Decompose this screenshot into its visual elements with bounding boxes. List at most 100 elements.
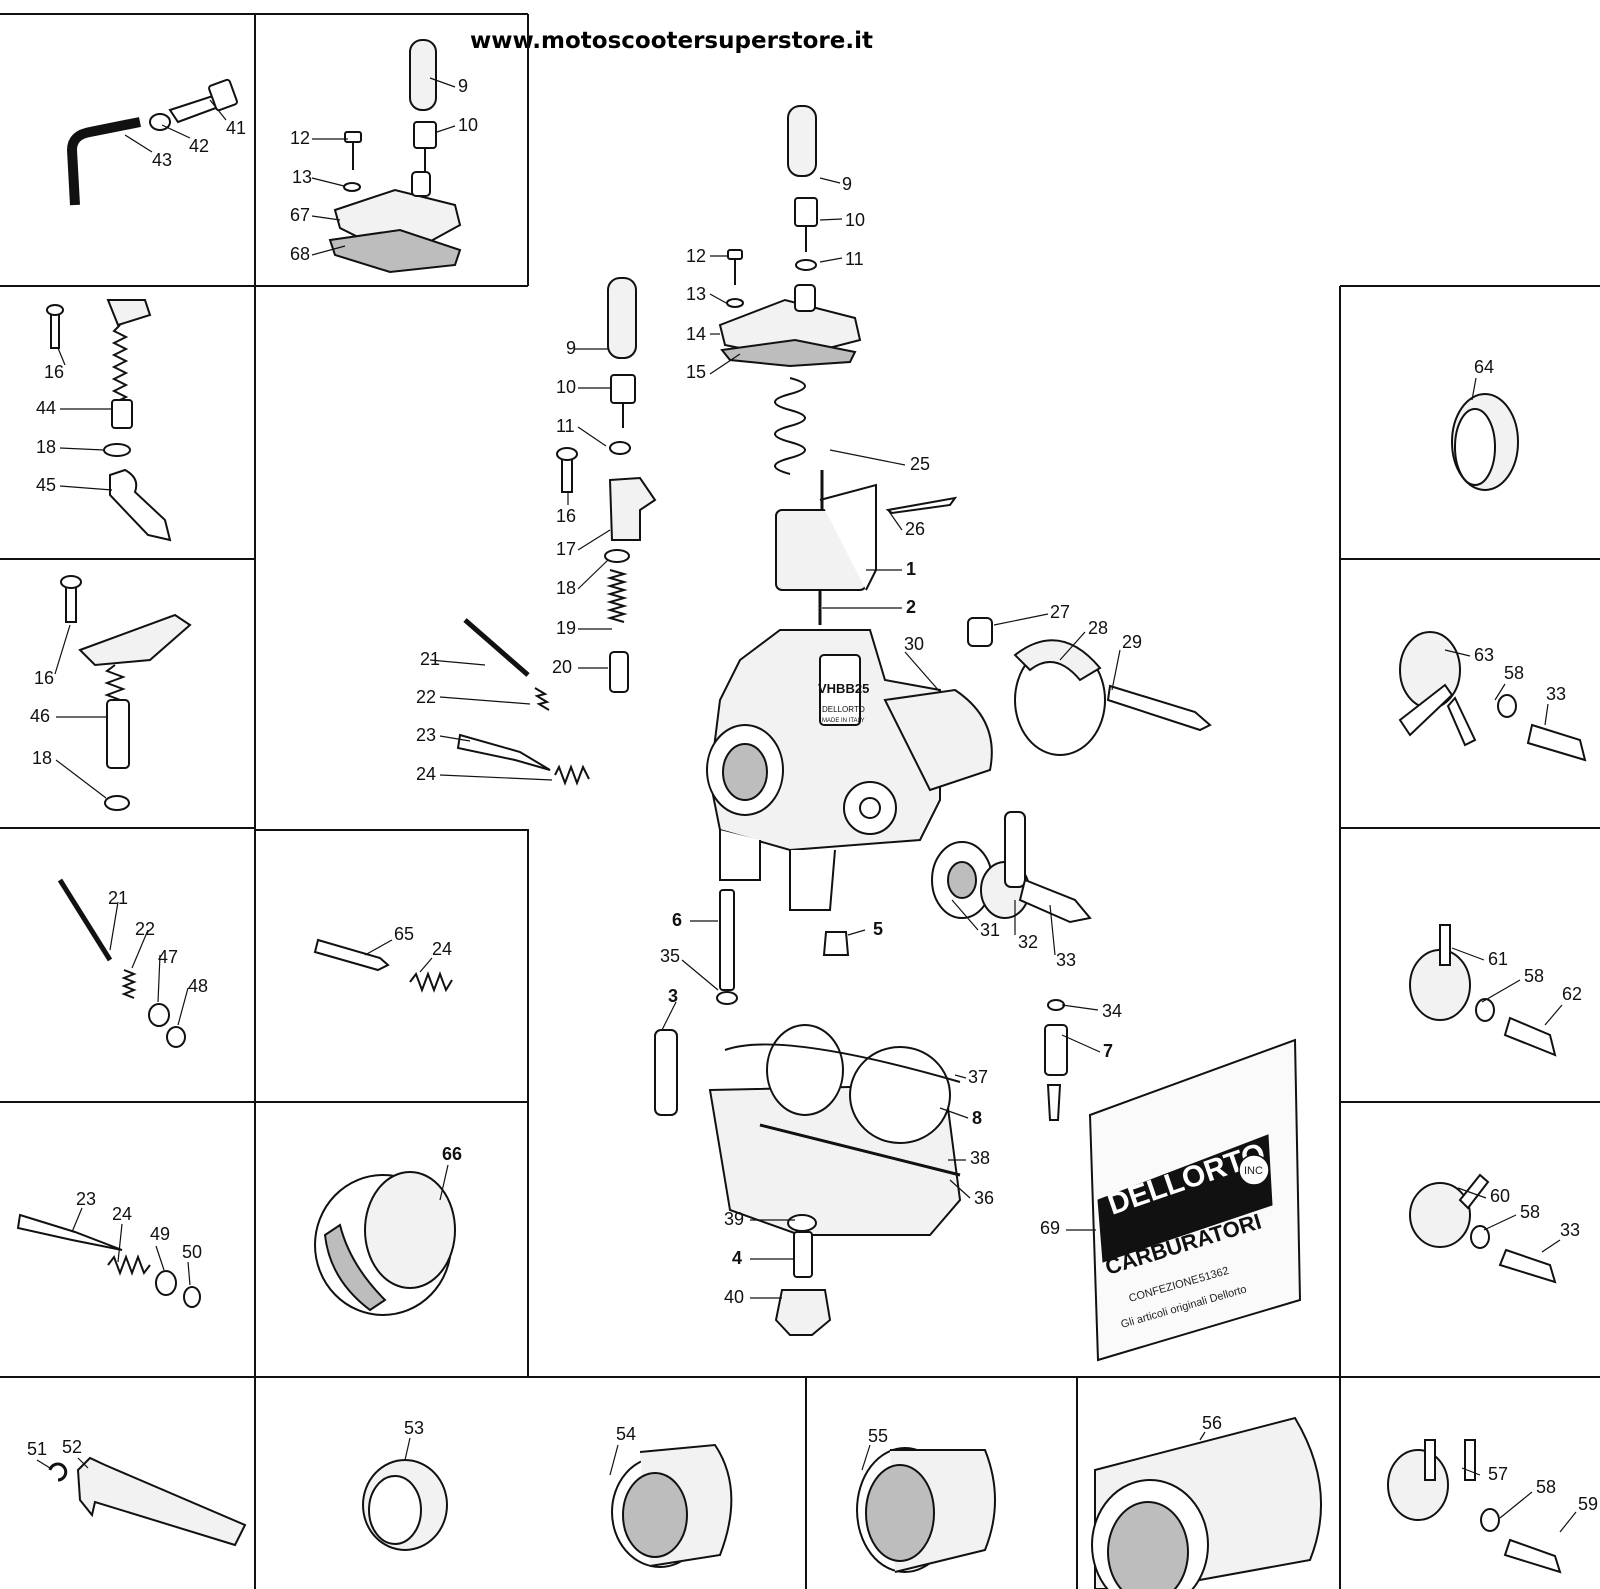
callout-leader-line (1499, 1491, 1533, 1519)
part-number-label: 58 (1524, 966, 1544, 986)
part-number-label: 17 (556, 539, 576, 559)
part-number-label: 51 (27, 1439, 47, 1459)
callout-leader-line (177, 987, 189, 1026)
callout-part-55: 55 (861, 1426, 888, 1471)
callout-part-9: 9 (819, 174, 852, 194)
callout-part-52: 52 (62, 1437, 89, 1469)
callout-leader-line (157, 954, 161, 1003)
callout-part-64: 64 (1471, 357, 1494, 401)
part-number-label: 29 (1122, 632, 1142, 652)
part-number-label: 25 (910, 454, 930, 474)
callout-part-22: 22 (416, 687, 531, 707)
part-number-label: 18 (36, 437, 56, 457)
callout-part-26: 26 (887, 509, 925, 539)
part-number-label: 9 (566, 338, 576, 358)
part-number-label: 68 (290, 244, 310, 264)
part-number-label: 18 (556, 578, 576, 598)
callout-leader-line (577, 426, 607, 447)
part-number-label: 8 (972, 1108, 982, 1128)
callout-leader-line (404, 1437, 411, 1461)
part-number-label: 23 (416, 725, 436, 745)
callout-leader-line (436, 125, 456, 133)
callout-part-32: 32 (1014, 900, 1038, 952)
callout-part-12: 12 (290, 128, 348, 148)
body-brand-text: DELLORTO (822, 705, 865, 714)
callout-leader-line (311, 245, 346, 256)
callout-part-27: 27 (993, 602, 1070, 626)
callout-part-35: 35 (660, 946, 719, 991)
part-number-label: 52 (62, 1437, 82, 1457)
callout-leader-line (939, 1107, 969, 1119)
callout-leader-line (59, 447, 105, 451)
callout-part-19: 19 (556, 618, 612, 638)
part-number-label: 55 (868, 1426, 888, 1446)
callout-part-10: 10 (819, 210, 865, 230)
callout-part-7: 7 (1061, 1034, 1113, 1061)
part-number-label: 65 (394, 924, 414, 944)
callout-part-23: 23 (416, 725, 471, 745)
callout-leader-line (1061, 1004, 1099, 1011)
part-number-label: 61 (1488, 949, 1508, 969)
part-number-label: 37 (968, 1067, 988, 1087)
part-number-label: 33 (1560, 1220, 1580, 1240)
part-number-label: 9 (458, 76, 468, 96)
callout-leader-line (124, 134, 153, 153)
callout-part-22: 22 (131, 919, 155, 969)
callout-part-40: 40 (724, 1287, 782, 1307)
callout-leader-line (1483, 1214, 1517, 1231)
callout-leader-line (1059, 631, 1086, 661)
callout-part-10: 10 (556, 377, 611, 397)
callout-part-62: 62 (1544, 984, 1582, 1026)
callout-leader-line (681, 959, 719, 991)
part-number-label: 13 (686, 284, 706, 304)
part-number-label: 24 (112, 1204, 132, 1224)
callout-leader-line (1111, 649, 1121, 691)
callout-leader-line (439, 774, 553, 781)
callout-part-50: 50 (182, 1242, 202, 1286)
callout-part-18: 18 (36, 437, 105, 457)
part-number-label: 39 (724, 1209, 744, 1229)
part-number-label: 58 (1504, 663, 1524, 683)
callout-part-13: 13 (686, 284, 729, 305)
part-number-label: 57 (1488, 1464, 1508, 1484)
callout-leader-line (1061, 1034, 1101, 1053)
part-number-label: 16 (44, 362, 64, 382)
part-number-label: 24 (416, 764, 436, 784)
part-number-label: 31 (980, 920, 1000, 940)
part-number-label: 10 (458, 115, 478, 135)
part-number-label: 67 (290, 205, 310, 225)
part-number-label: 56 (1202, 1413, 1222, 1433)
callout-leader-line (187, 1261, 191, 1286)
part-number-label: 4 (732, 1248, 742, 1268)
part-number-label: 14 (686, 324, 706, 344)
callout-part-2: 2 (822, 597, 916, 617)
callout-leader-line (161, 124, 191, 139)
callout-leader-line (1444, 649, 1471, 657)
callout-part-21: 21 (420, 649, 486, 669)
callout-leader-line (1471, 377, 1477, 401)
part-number-label: 16 (34, 668, 54, 688)
callout-part-59: 59 (1559, 1494, 1598, 1533)
callout-leader-line (429, 659, 486, 666)
part-number-label: 2 (906, 597, 916, 617)
callout-leader-line (1559, 1511, 1577, 1533)
callout-part-33: 33 (1544, 684, 1566, 726)
callout-leader-line (1199, 1431, 1206, 1441)
part-callouts: 9101213676841424316441845164618212247486… (27, 76, 1598, 1533)
part-number-label: 63 (1474, 645, 1494, 665)
callout-part-3: 3 (661, 986, 678, 1031)
callout-part-20: 20 (552, 657, 608, 677)
callout-leader-line (949, 1179, 971, 1199)
callout-part-57: 57 (1461, 1464, 1508, 1484)
callout-leader-line (904, 651, 941, 693)
part-number-label: 24 (432, 939, 452, 959)
part-number-label: 69 (1040, 1218, 1060, 1238)
callout-leader-line (117, 1223, 123, 1263)
callout-part-38: 38 (948, 1148, 990, 1168)
callout-part-68: 68 (290, 244, 346, 264)
callout-part-48: 48 (177, 976, 208, 1026)
callout-part-23: 23 (71, 1189, 96, 1233)
spare-parts-bag: DELLORTO INC CARBURATORI CONFEZIONE 5136… (1088, 1038, 1302, 1362)
part-number-label: 58 (1536, 1477, 1556, 1497)
part-number-label: 9 (842, 174, 852, 194)
